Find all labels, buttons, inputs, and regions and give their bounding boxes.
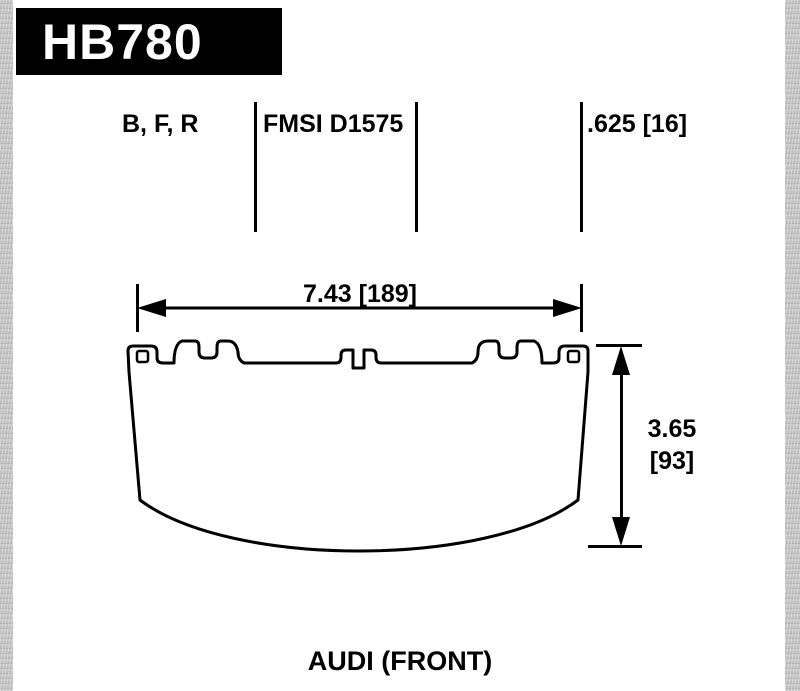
part-number-banner: HB780 [16, 8, 282, 75]
left-arrow-icon [137, 299, 166, 317]
compound-codes: B, F, R [122, 110, 199, 138]
right-arrow-icon [553, 299, 582, 317]
page-edge-left [0, 0, 13, 691]
pad-silhouette [126, 339, 590, 553]
height-dimension-label: 3.65 [93] [632, 413, 712, 477]
right-tab-hole [566, 349, 581, 364]
width-dimension-label: 7.43 [189] [303, 280, 417, 308]
part-number: HB780 [42, 13, 203, 70]
height-dimension-mm: [93] [649, 447, 695, 475]
down-arrow-icon [612, 517, 630, 546]
spec-divider-lines [254, 102, 583, 232]
pad-thickness: .625 [16] [587, 110, 688, 138]
page-edge-right [785, 0, 800, 691]
up-arrow-icon [612, 346, 630, 375]
brake-pad-outline [126, 339, 590, 553]
left-tab-hole [135, 349, 150, 364]
fmsi-number: FMSI D1575 [263, 110, 404, 138]
application-label: AUDI (FRONT) [307, 646, 493, 676]
height-dimension [588, 344, 642, 548]
height-dimension-inches: 3.65 [647, 415, 697, 443]
width-dimension [136, 284, 583, 332]
